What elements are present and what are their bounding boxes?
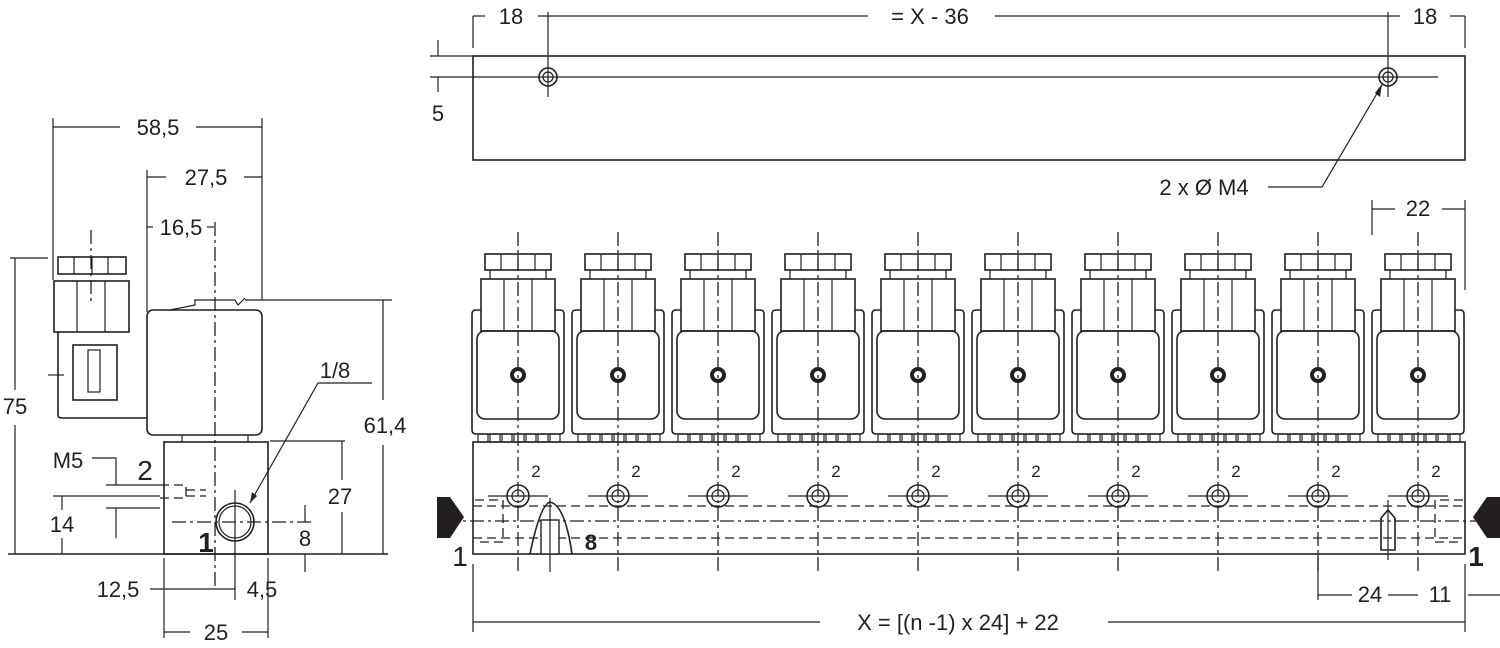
port-2-label: 2 <box>831 462 840 481</box>
inlet-right-label: 1 <box>1468 541 1484 572</box>
port-2-label: 2 <box>1231 462 1240 481</box>
valve-assembly: 2 <box>871 232 965 572</box>
valve-assembly: 2 <box>1171 232 1265 572</box>
valve-assembly: 2 <box>971 232 1065 572</box>
port-2-label: 2 <box>1031 462 1040 481</box>
dim-pitch: 24 <box>1358 582 1382 607</box>
dim-port-offset: 8 <box>299 526 311 551</box>
dim-left-offset: 18 <box>499 4 523 29</box>
port-2-label: 2 <box>531 462 540 481</box>
port-2-label: 2 <box>1131 462 1140 481</box>
valve-assembly: 2 <box>1271 232 1365 572</box>
dim-center-span: = X - 36 <box>891 4 969 29</box>
dim-port-height: 14 <box>50 512 74 537</box>
dim-total-length: X = [(n -1) x 24] + 22 <box>857 610 1059 635</box>
port-1-label: 1 <box>198 527 214 558</box>
port-2-label: 2 <box>931 462 940 481</box>
dim-edge-offset: 5 <box>432 101 444 126</box>
dim-coil-to-center: 27,5 <box>185 165 228 190</box>
dim-end-offset: 11 <box>1429 582 1452 607</box>
port-2-label: 2 <box>631 462 640 481</box>
dim-body-height: 61,4 <box>364 413 407 438</box>
dim-offset-center: 16,5 <box>160 215 203 240</box>
dim-right-offset: 18 <box>1413 4 1437 29</box>
top-view: 5 18 = X - 36 18 2 x Ø M4 <box>430 4 1466 200</box>
valve-assembly: 2 <box>771 232 865 572</box>
thread-1-8-label: 1/8 <box>320 358 351 383</box>
dim-overall-width: 58,5 <box>137 115 180 140</box>
valve-assembly: 2 <box>471 232 565 572</box>
inlet-left-label: 1 <box>452 541 468 572</box>
mounting-holes-label: 2 x Ø M4 <box>1159 175 1248 200</box>
port-2-label: 2 <box>1431 462 1440 481</box>
port-2-label: 2 <box>137 455 153 486</box>
inlet-arrow-right-icon <box>1473 497 1500 538</box>
valve-assembly: 2 <box>1371 232 1465 572</box>
inlet-arrow-left-icon <box>437 497 464 538</box>
valve-assembly: 2 <box>1071 232 1165 572</box>
valve-assembly: 2 <box>671 232 765 572</box>
dim-valve-width: 22 <box>1406 196 1430 221</box>
port-2-label: 2 <box>1331 462 1340 481</box>
dim-center-right: 4,5 <box>247 577 278 602</box>
dim-base-height: 27 <box>328 484 352 509</box>
dim-overall-height: 75 <box>3 394 27 419</box>
valve-assembly: 2 <box>571 232 665 572</box>
port-2-label: 2 <box>731 462 740 481</box>
dim-center-left: 12,5 <box>97 577 140 602</box>
side-view: 58,5 27,5 16,5 <box>3 115 407 645</box>
dim-base-width: 25 <box>204 620 228 645</box>
plug-label: 8 <box>585 530 597 555</box>
thread-m5-label: M5 <box>53 448 84 473</box>
